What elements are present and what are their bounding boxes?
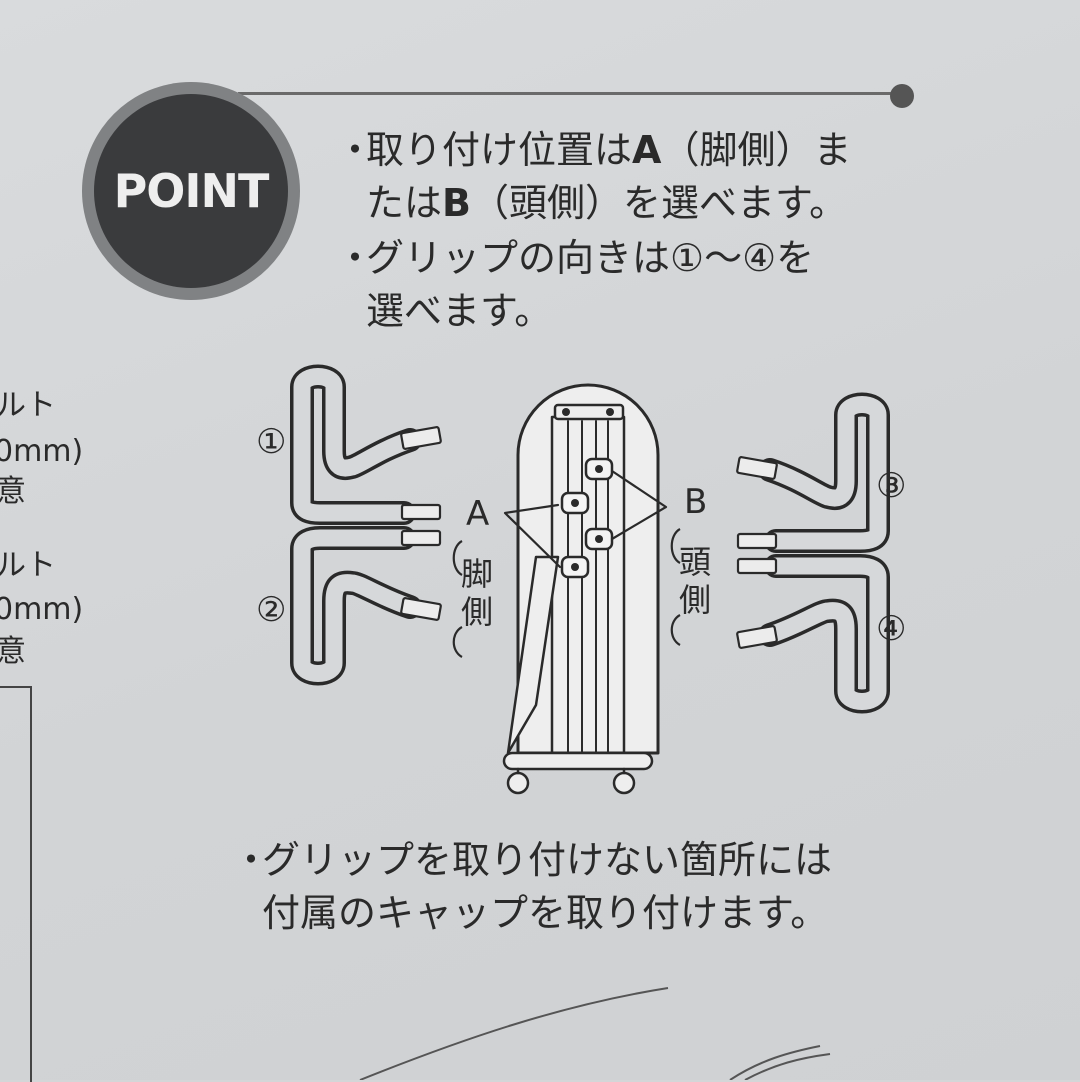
grip-label-4: ④ bbox=[876, 609, 906, 649]
svg-text:側: 側 bbox=[461, 593, 493, 631]
mount-bracket-a-upper bbox=[560, 491, 590, 515]
cut-text-fragment: ルト bbox=[0, 548, 56, 583]
bullet-dot: ・ bbox=[336, 236, 375, 280]
note-line: グリップの向きは①～④を bbox=[366, 236, 815, 280]
adjacent-box-edge bbox=[0, 686, 32, 1082]
cut-text-fragment: 0mm) bbox=[0, 592, 84, 627]
bullet-dot: ・ bbox=[336, 128, 375, 172]
cut-text-fragment: 意 bbox=[0, 634, 26, 669]
point-badge-label: POINT bbox=[113, 164, 270, 218]
cut-text-fragment: 意 bbox=[0, 474, 26, 509]
grip-label-3: ③ bbox=[876, 466, 906, 506]
header-rule-line bbox=[238, 92, 902, 95]
leader-line-a bbox=[503, 503, 562, 569]
mount-bracket-a-lower bbox=[560, 555, 590, 579]
grip-option-2 bbox=[290, 526, 442, 686]
svg-text:A: A bbox=[466, 494, 489, 534]
note-line: グリップを取り付けない箇所には bbox=[262, 838, 833, 882]
note-cap: ・ グリップを取り付けない箇所には 付属のキャップを取り付けます。 bbox=[232, 834, 833, 940]
note-line: 付属のキャップを取り付けます。 bbox=[262, 891, 829, 935]
note-mount-position: ・ 取り付け位置はA（脚側）ま たはB（頭側）を選べます。 bbox=[336, 124, 852, 230]
grip-option-1 bbox=[290, 364, 442, 525]
grip-option-3 bbox=[736, 392, 890, 553]
mount-bracket-b-lower bbox=[584, 527, 614, 551]
cut-text-fragment: 0mm) bbox=[0, 434, 84, 469]
mount-bracket-b-upper bbox=[584, 457, 614, 481]
note-line: たはB（頭側）を選べます。 bbox=[366, 181, 848, 225]
bullet-dot: ・ bbox=[232, 838, 271, 882]
grip-option-4 bbox=[736, 554, 890, 714]
svg-text:側: 側 bbox=[679, 581, 711, 619]
position-a-label: A 脚 側 bbox=[452, 494, 493, 658]
leader-line-b bbox=[610, 469, 668, 541]
next-section-line-art bbox=[359, 987, 831, 1080]
point-badge-inner: POINT bbox=[94, 94, 288, 288]
note-line: 選べます。 bbox=[366, 289, 553, 333]
header-rule-dot bbox=[890, 84, 914, 108]
note-line: 取り付け位置はA（脚側）ま bbox=[366, 128, 852, 172]
point-badge: POINT bbox=[82, 82, 300, 300]
cut-text-fragment: ルト bbox=[0, 388, 56, 423]
svg-text:頭: 頭 bbox=[679, 543, 711, 581]
svg-text:脚: 脚 bbox=[461, 555, 493, 593]
grip-label-1: ① bbox=[256, 422, 286, 462]
grip-mounting-diagram: ① ② ③ ④ A 脚 側 B 頭 側 bbox=[256, 364, 906, 795]
grip-label-2: ② bbox=[256, 590, 286, 630]
note-grip-direction: ・ グリップの向きは①～④を 選べます。 bbox=[336, 232, 815, 338]
position-b-label: B 頭 側 bbox=[670, 482, 711, 646]
svg-text:B: B bbox=[684, 482, 707, 522]
bed-stand-illustration bbox=[502, 383, 660, 795]
